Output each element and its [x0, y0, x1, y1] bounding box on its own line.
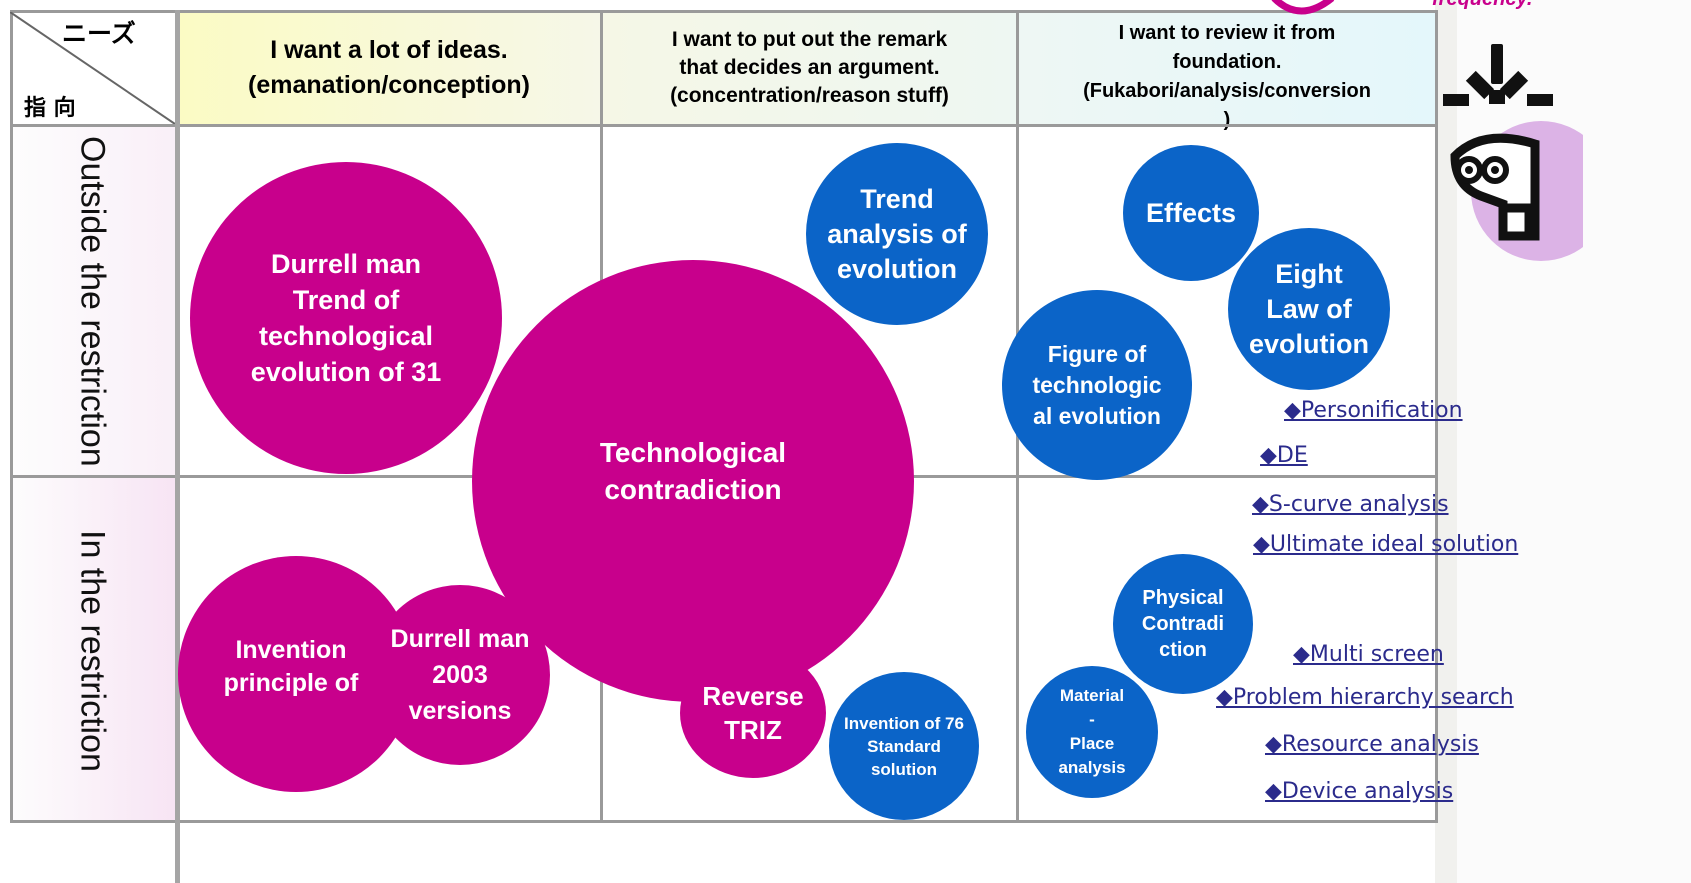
circle-invention-principle: Invention principle of	[178, 556, 414, 792]
column-header-2: I want to put out the remark that decide…	[603, 12, 1016, 124]
row-header-2-bg	[10, 478, 175, 823]
circle-material-place: Material - Place analysis	[1026, 666, 1158, 798]
link-ultimate-ideal-solution[interactable]: ◆Ultimate ideal solution	[1253, 532, 1519, 557]
column-header-3: I want to review it from foundation. (Fu…	[1019, 12, 1435, 131]
link-s-curve-analysis[interactable]: ◆S-curve analysis	[1252, 492, 1449, 517]
right-margin-band	[1435, 0, 1457, 883]
grid-line-left	[10, 10, 13, 823]
top-fragment-shape	[1271, 0, 1335, 15]
thinking-person-icon	[1443, 44, 1583, 261]
link-resource-analysis[interactable]: ◆Resource analysis	[1265, 732, 1479, 757]
circle-physical-contradiction: Physical Contradi ction	[1113, 554, 1253, 694]
corner-orientation-label: 指 向	[24, 96, 76, 121]
circle-figure-evolution: Figure of technologic al evolution	[1002, 290, 1192, 480]
grid-line-right	[1435, 10, 1438, 823]
grid-line-header	[10, 124, 1438, 127]
row-header-1-bg	[10, 127, 175, 475]
circle-technological-contradiction: Technological contradiction	[472, 260, 914, 702]
circle-standard-solution: Invention of 76 Standard solution	[829, 672, 979, 820]
link-device-analysis[interactable]: ◆Device analysis	[1265, 779, 1454, 804]
link-de[interactable]: ◆DE	[1260, 443, 1308, 468]
circle-effects: Effects	[1123, 145, 1259, 281]
link-personification[interactable]: ◆Personification	[1284, 398, 1463, 423]
circle-trend-analysis: Trend analysis of evolution	[806, 143, 988, 325]
link-problem-hierarchy-search[interactable]: ◆Problem hierarchy search	[1216, 685, 1514, 710]
circle-reverse-triz: Reverse TRIZ	[680, 648, 826, 778]
corner-diagonal	[10, 12, 175, 124]
grid-line-label	[175, 10, 180, 883]
circle-durrell-31-trends: Durrell man Trend of technological evolu…	[190, 162, 502, 474]
row-label-outside: Outside the restriction	[73, 135, 112, 467]
grid-line-bottom	[10, 820, 1438, 823]
row-label-inside: In the restriction	[73, 529, 112, 772]
corner-needs-label: ニーズ	[62, 19, 136, 48]
column-header-1: I want a lot of ideas. (emanation/concep…	[178, 12, 600, 124]
link-multi-screen[interactable]: ◆Multi screen	[1293, 642, 1444, 667]
top-fragment-text: frequency.	[1432, 0, 1532, 11]
circle-eight-law: Eight Law of evolution	[1228, 228, 1390, 390]
grid-line-top	[10, 10, 1438, 13]
